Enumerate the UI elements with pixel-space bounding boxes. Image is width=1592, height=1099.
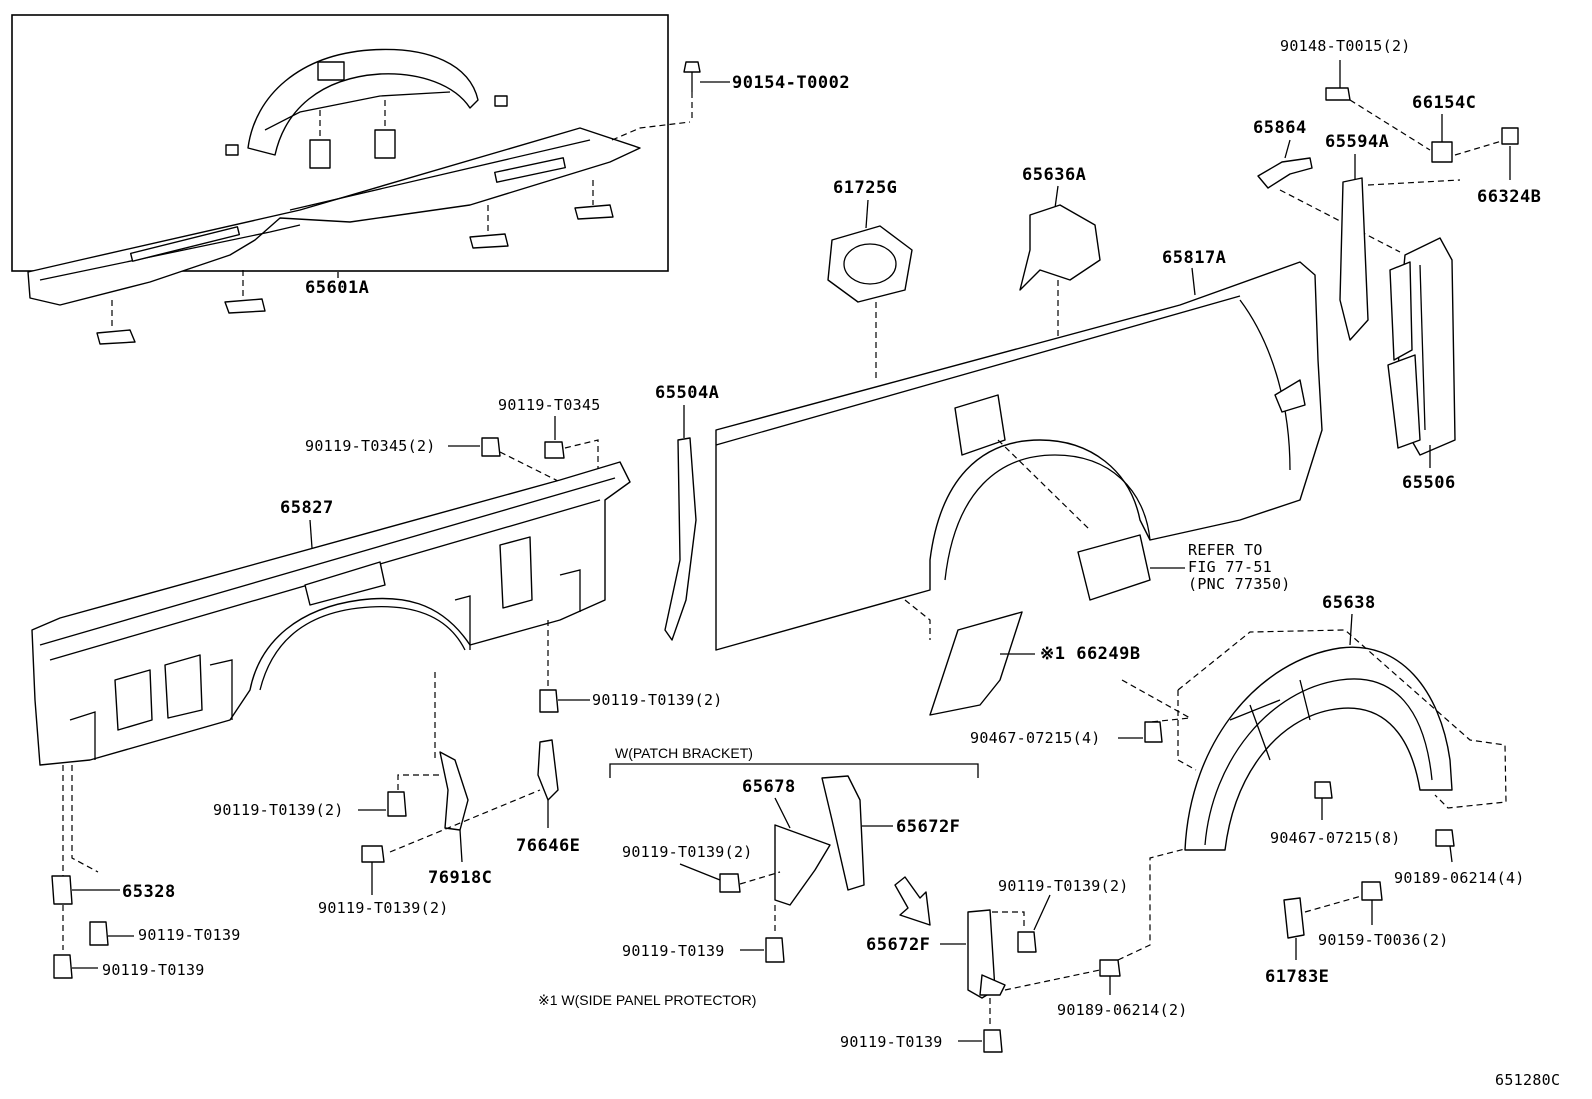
bolt-90119-T0139-2d xyxy=(719,873,741,893)
clip-66154C xyxy=(1431,141,1453,163)
label-65601A: 65601A xyxy=(305,278,369,298)
refer-line3: (PNC 77350) xyxy=(1188,575,1291,593)
label-65594A: 65594A xyxy=(1325,132,1389,152)
label-76646E: 76646E xyxy=(516,836,580,856)
label-90119-T0139-b: 90119-T0139 xyxy=(102,961,205,979)
label-90119-T0345-2: 90119-T0345(2) xyxy=(305,437,436,455)
bolt-90119-T0139-2c xyxy=(361,845,385,863)
bolt-90119-T0139-2a xyxy=(539,689,559,713)
label-66249B: ※1 66249B xyxy=(1040,644,1141,664)
label-90189-06214-4: 90189-06214(4) xyxy=(1394,869,1525,887)
bracket-65864 xyxy=(1257,157,1313,189)
bolt-90119-T0345-2 xyxy=(481,437,501,457)
label-65678: 65678 xyxy=(742,777,796,797)
seal-65504A xyxy=(664,437,697,641)
label-90467-07215-8: 90467-07215(8) xyxy=(1270,829,1401,847)
label-65638: 65638 xyxy=(1322,593,1376,613)
bolt-90119-T0139-d xyxy=(983,1029,1003,1053)
label-90467-07215-4: 90467-07215(4) xyxy=(970,729,1101,747)
label-90189-06214-2: 90189-06214(2) xyxy=(1057,1001,1188,1019)
label-65817A: 65817A xyxy=(1162,248,1226,268)
label-65672F-a: 65672F xyxy=(896,817,960,837)
label-90119-T0139-a: 90119-T0139 xyxy=(138,926,241,944)
label-65636A: 65636A xyxy=(1022,165,1086,185)
bracket-65672F-a xyxy=(821,775,865,891)
figure-code: 651280C xyxy=(1495,1071,1560,1089)
clip-90467-4 xyxy=(1144,721,1163,743)
label-90119-T0139-2d: 90119-T0139(2) xyxy=(622,843,753,861)
fuel-lid xyxy=(1077,534,1151,601)
bolt-90119-T0345 xyxy=(544,441,565,459)
label-65864: 65864 xyxy=(1253,118,1307,138)
bracket-76646E xyxy=(537,739,559,801)
label-65827: 65827 xyxy=(280,498,334,518)
bracket-65328 xyxy=(51,875,73,905)
clip-90467-8 xyxy=(1314,781,1333,799)
label-90119-T0139-2b: 90119-T0139(2) xyxy=(213,801,344,819)
bolt-90154-T0002 xyxy=(683,61,730,120)
label-90148-T0015: 90148-T0015(2) xyxy=(1280,37,1411,55)
panel-65506 xyxy=(1387,237,1456,456)
bolt-90119-T0139-a xyxy=(89,921,109,946)
label-90159-T0036: 90159-T0036(2) xyxy=(1318,931,1449,949)
bracket-76918C xyxy=(439,751,469,831)
clip-90189-06214-4 xyxy=(1435,829,1455,847)
label-61725G: 61725G xyxy=(833,178,897,198)
label-76918C: 76918C xyxy=(428,868,492,888)
bolt-90119-T0139-2e xyxy=(1017,931,1037,953)
clip-66324B xyxy=(1501,127,1519,145)
bolt-90119-T0139-2b xyxy=(387,791,407,817)
protector-66249B xyxy=(929,611,1023,716)
bolt-90159-T0036 xyxy=(1361,881,1383,901)
pillar-65594A xyxy=(1339,177,1369,341)
label-61783E: 61783E xyxy=(1265,967,1329,987)
note-patch-bracket: W(PATCH BRACKET) xyxy=(615,745,753,761)
bracket-65636A xyxy=(1019,204,1101,291)
bolt-90119-T0139-c xyxy=(765,937,785,963)
label-65328: 65328 xyxy=(122,882,176,902)
bolt-90119-T0139-b xyxy=(53,954,73,979)
inset-box-65601A xyxy=(11,14,691,345)
refer-line1: REFER TO xyxy=(1188,541,1263,559)
note-side-panel-protector: ※1 W(SIDE PANEL PROTECTOR) xyxy=(538,992,756,1008)
patch-65678 xyxy=(774,824,831,906)
bolt-90148 xyxy=(1325,87,1351,101)
fuel-housing-61725G xyxy=(827,225,913,303)
label-66154C: 66154C xyxy=(1412,93,1476,113)
label-90119-T0139-c: 90119-T0139 xyxy=(622,942,725,960)
bracket-61783E xyxy=(1283,897,1305,939)
direction-arrow xyxy=(894,876,931,926)
label-90119-T0345: 90119-T0345 xyxy=(498,396,601,414)
label-90119-T0139-2a: 90119-T0139(2) xyxy=(592,691,723,709)
clip-90189-06214-2 xyxy=(1099,959,1121,977)
side-panel-65817A xyxy=(715,261,1323,651)
label-90119-T0139-2e: 90119-T0139(2) xyxy=(998,877,1129,895)
label-66324B: 66324B xyxy=(1477,187,1541,207)
label-90119-T0139-d: 90119-T0139 xyxy=(840,1033,943,1051)
label-65672F-b: 65672F xyxy=(866,935,930,955)
label-90119-T0139-2c: 90119-T0139(2) xyxy=(318,899,449,917)
label-90154-T0002: 90154-T0002 xyxy=(732,73,850,93)
label-65504A: 65504A xyxy=(655,383,719,403)
refer-line2: FIG 77-51 xyxy=(1188,558,1272,576)
label-65506: 65506 xyxy=(1402,473,1456,493)
wheel-liner-65638 xyxy=(1184,646,1453,851)
inner-panel-65827 xyxy=(31,461,631,766)
